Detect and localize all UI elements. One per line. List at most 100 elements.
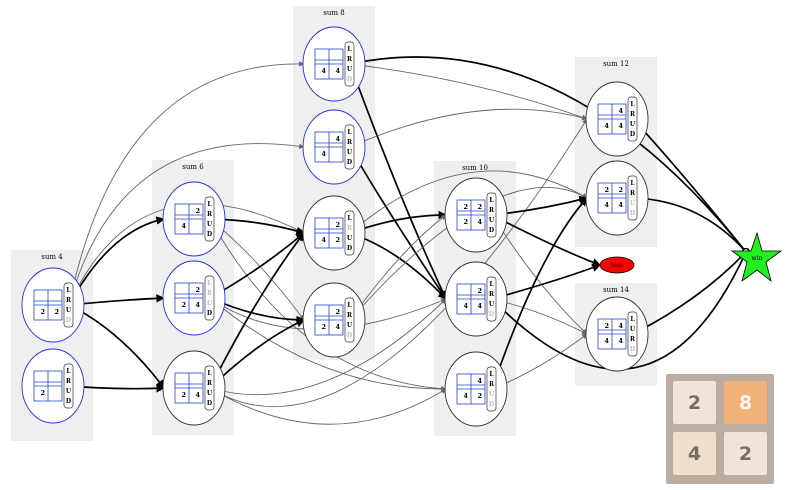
edge-b3-c3 — [209, 232, 305, 389]
move-label: D — [347, 159, 352, 166]
logo-tile: 8 — [724, 381, 767, 424]
move-label: R — [207, 211, 213, 218]
board-cell: 2 — [335, 221, 340, 229]
cluster-label: sum 10 — [462, 164, 488, 172]
move-label: D — [630, 131, 635, 138]
cluster-label: sum 8 — [323, 9, 344, 17]
move-label: R — [347, 56, 353, 63]
move-label: L — [630, 316, 635, 323]
move-label: D — [347, 245, 352, 252]
board-cell: 4 — [181, 222, 186, 230]
move-label: D — [489, 401, 494, 408]
move-label: D — [207, 400, 212, 407]
board-cell: 4 — [604, 337, 609, 345]
logo-tile: 4 — [673, 432, 716, 475]
move-label: U — [489, 391, 495, 398]
edge-d3-e2 — [491, 197, 588, 390]
move-label: D — [347, 76, 352, 83]
move-label: L — [489, 371, 494, 378]
edge-c1-win — [349, 56, 751, 257]
edge-d2-win — [491, 247, 751, 371]
move-label: L — [207, 370, 212, 377]
move-label: D — [207, 310, 212, 317]
board-cell: 4 — [321, 236, 326, 244]
board-grid: 2 — [33, 370, 63, 402]
board-cell: 4 — [618, 122, 623, 130]
move-label: L — [66, 368, 71, 375]
move-label: L — [489, 281, 494, 288]
move-label: U — [207, 221, 213, 228]
move-label: U — [489, 301, 495, 308]
board-cell: 2 — [604, 322, 609, 330]
move-label: D — [347, 332, 352, 339]
move-label: R — [347, 139, 353, 146]
board-cell: 2 — [195, 207, 200, 215]
board-cell: 4 — [195, 301, 200, 309]
cluster-label: sum 4 — [41, 253, 63, 261]
move-label: R — [630, 190, 636, 197]
board-cell: 4 — [604, 122, 609, 130]
edge-a1-c1 — [68, 61, 305, 306]
board-cell: 4 — [463, 392, 468, 400]
edge-c1-d2 — [349, 63, 447, 300]
board-cell: 2 — [181, 301, 186, 309]
move-label: D — [630, 346, 635, 353]
move-label: R — [207, 380, 213, 387]
cluster-label: sum 14 — [603, 286, 629, 294]
move-label: U — [66, 307, 72, 314]
board-grid: 44 — [314, 131, 344, 163]
board-cell: 2 — [604, 186, 609, 194]
board-cell: 4 — [477, 302, 482, 310]
board-cell: 2 — [477, 203, 482, 211]
edge-b3-d2 — [209, 298, 447, 396]
move-label: R — [489, 207, 495, 214]
board-cell: 2 — [463, 203, 468, 211]
move-label: L — [207, 201, 212, 208]
board-cell: 2 — [335, 308, 340, 316]
board-cell: 4 — [321, 67, 326, 75]
board-cell: 4 — [335, 135, 340, 143]
board-grid: 24 — [174, 203, 204, 235]
board-cell: 4 — [604, 201, 609, 209]
board-cell: 2 — [181, 391, 186, 399]
move-label: D — [66, 317, 71, 324]
move-label: U — [347, 149, 353, 156]
move-label: U — [207, 390, 213, 397]
edge-a1-c2 — [68, 143, 305, 306]
cluster-label: sum 12 — [603, 60, 629, 68]
move-label: U — [347, 66, 353, 73]
board-cell: 2 — [463, 218, 468, 226]
board-cell: 2 — [618, 186, 623, 194]
move-label: L — [489, 197, 494, 204]
move-label: L — [207, 280, 212, 287]
move-label: L — [66, 287, 71, 294]
move-label: R — [489, 291, 495, 298]
edge-a1-c3 — [68, 203, 305, 306]
board-cell: 4 — [463, 302, 468, 310]
edge-b2-d3 — [209, 297, 447, 392]
move-label: D — [66, 398, 71, 405]
move-label: D — [630, 210, 635, 217]
move-label: R — [66, 378, 72, 385]
